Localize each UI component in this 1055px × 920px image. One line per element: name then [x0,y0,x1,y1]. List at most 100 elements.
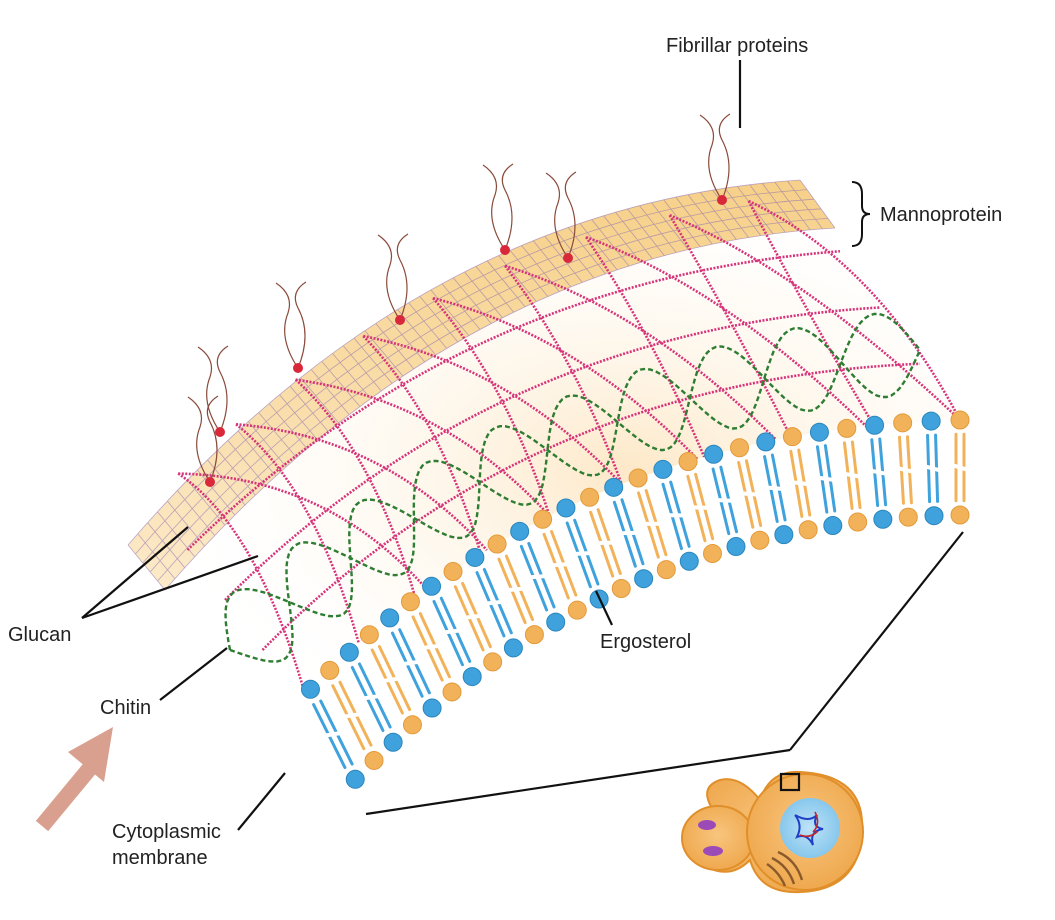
ergosterol-molecule [510,521,566,632]
pointer-lines [81,60,964,831]
phospholipid-molecule [628,468,676,580]
cytoplasmic-membrane-bilayer [300,410,970,789]
mesh-line [521,245,560,292]
fibril-anchor-dot [717,195,727,205]
phospholipid-molecule [837,418,868,532]
phospholipid-molecule [580,487,631,599]
fibril-strand [206,395,219,483]
glucan-strand [748,199,962,421]
glucan-strands [177,199,962,695]
fibril-strand [396,233,409,321]
glucan-strand [747,200,875,427]
mesh-line [332,353,371,399]
fibril-anchor-dot [500,245,510,255]
mesh-line [464,271,503,319]
mesh-line [615,211,653,260]
fibril-strand [699,114,723,201]
glucan-strand [261,362,921,651]
mesh-line [227,440,266,486]
mesh-line [248,421,287,467]
golgi [766,850,804,887]
label-glucan: Glucan [8,624,72,646]
mannoprotein-brace [851,181,871,247]
ergosterol-molecule [465,547,523,658]
fibril-strand [564,171,577,259]
ergosterol-molecule [865,415,893,529]
mesh-line [603,215,642,263]
fibril-anchor-dot [205,477,215,487]
ergosterol-molecule [556,498,609,609]
zoom-line-upper [789,531,964,751]
label-cytoplasmic: Cytoplasmic [112,821,221,843]
mesh-line [300,377,339,424]
mesh-line [452,277,492,324]
glucan-strand [235,422,488,551]
mesh-line [651,202,689,250]
ergosterol-molecule [809,422,843,536]
fibril-anchor-dot [395,315,405,325]
mesh-line [699,192,737,240]
mesh-line [127,544,166,591]
fibril-strand [501,163,514,251]
label-membrane: membrane [112,847,208,869]
glucan-strand [668,214,792,438]
label-chitin: Chitin [100,697,152,719]
ergosterol-molecule [653,459,699,571]
mesh-line [556,231,595,279]
fibril-strand [718,113,731,201]
mitochondrion-a [698,820,716,830]
mesh-line [799,179,836,229]
mesh-line [579,223,618,271]
mesh-line [498,255,537,302]
phospholipid-molecule [359,625,422,735]
mesh-line [289,385,329,432]
zoom-line-lower [365,748,791,816]
glucan-strand [235,423,361,645]
glucan-strand [585,235,867,428]
ergosterol-molecule [704,444,746,557]
glucan-strand [186,249,841,551]
fibril-strand [545,172,569,259]
phospholipid-molecule [730,438,770,550]
label-mannoprotein: Mannoprotein [880,204,1003,226]
fibril-anchor-dot [215,427,225,437]
glucan-strand [363,334,623,486]
glucan-strand [295,378,551,517]
glucan-strand [294,378,417,599]
phospholipid-molecule [443,562,503,672]
phospholipid-molecule [950,410,970,525]
ergosterol-molecule [300,679,365,789]
chitin-pointer [159,647,228,701]
ergosterol-molecule [422,576,482,687]
chitin-strand [224,326,922,651]
mesh-line [663,199,701,248]
mesh-line [176,490,216,536]
glucan-strand [177,472,307,695]
mesh-line [675,196,713,245]
mesh-line [268,403,308,449]
mesh-line [486,260,526,308]
yeast-cell-inset [681,770,864,894]
mesh-line [408,302,448,349]
direction-arrow [35,727,113,832]
mesh-line [736,186,774,235]
glucan-strand [669,214,961,421]
glucan-strand [504,265,623,485]
mesh-line [430,289,470,336]
bud [681,805,755,871]
ergosterol-molecule [380,608,442,718]
mesh-line [687,194,725,242]
mesh-line [279,394,318,441]
glucan-pointer-a [81,526,189,619]
mesh-line [137,533,176,580]
mesh-line [774,181,811,231]
fibrillar-proteins [187,113,731,487]
fibril-strand [294,281,307,369]
mesh-line [197,469,236,516]
ergosterol-molecule [756,432,794,545]
fibril-anchor-dot [563,253,573,263]
mesh-line [217,449,256,496]
fibril-strand [197,346,221,433]
glucan-strand [432,297,551,517]
